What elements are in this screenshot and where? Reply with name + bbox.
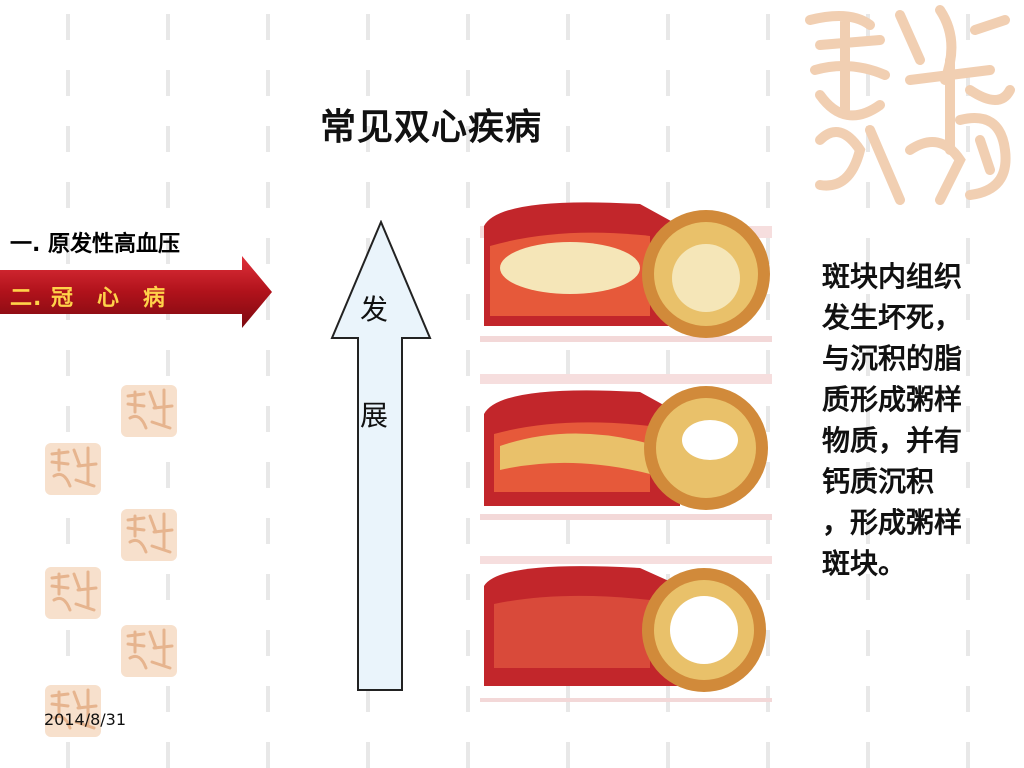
menu-item-label: 二. 冠 心 病 [10,286,167,311]
arrow-label-1: 发 [360,293,389,326]
small-seal-icon [121,385,177,437]
plaque-description: 斑块内组织发生坏死，与沉积的脂质形成粥样物质，并有钙质沉积 ，形成粥样斑块。 [822,260,963,580]
active-arrow-banner [0,256,272,328]
small-seal-icon [121,625,177,677]
menu-item-coronary-heart-disease[interactable]: 二. 冠 心 病 [0,256,272,328]
slide-title: 常见双心疾病 [320,107,543,148]
small-seal-icon [121,509,177,561]
arrow-label-2: 展 [360,399,389,432]
artery-illustration-2 [480,374,772,520]
calligraphy-seal-icon [805,5,1015,205]
small-seal-icon [45,685,101,737]
small-seal-icon [45,567,101,619]
menu-item-hypertension[interactable]: 一. 原发性高血压 [10,232,181,257]
slide-date: 2014/8/31 [44,710,127,729]
small-seal-icon [45,443,101,495]
artery-illustration-3 [480,556,772,702]
progression-arrow-icon [330,220,432,691]
artery-illustration-1 [480,202,772,342]
